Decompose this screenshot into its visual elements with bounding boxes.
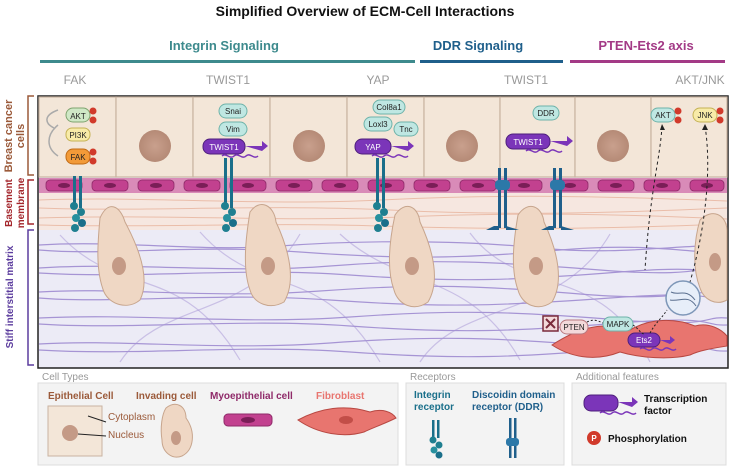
side-label-basement-1: Basement	[4, 178, 15, 226]
section-pten-title: PTEN-Ets2 axis	[598, 38, 693, 53]
side-label-stiff: Stiff interstitial matrix	[5, 245, 16, 348]
column-label-yap: YAP	[366, 73, 389, 87]
legend-cytoplasm: Cytoplasm	[108, 412, 155, 423]
legend-nucleus: Nucleus	[108, 430, 144, 441]
legend-tf-1: Transcription	[644, 394, 707, 405]
label-vim: Vim	[226, 125, 240, 134]
pten-ets2-pathway	[542, 309, 677, 351]
side-bracket-breast	[27, 95, 34, 176]
label-twist1: TWIST1	[209, 143, 239, 152]
ddr-pathway	[505, 105, 573, 153]
integrin-receptor-fak	[70, 176, 86, 232]
section-integrin-line	[40, 60, 415, 63]
column-label-twist1: TWIST1	[206, 73, 250, 87]
legend-cell-types-header: Cell Types	[42, 372, 89, 383]
label-pten: PTEN	[563, 323, 585, 332]
legend-integrin-1: Integrin	[414, 390, 451, 401]
label-pi3k: PI3K	[69, 131, 87, 140]
integrin-receptor-twist1	[221, 158, 237, 232]
legend-tf-2: factor	[644, 406, 672, 417]
epithelial-nuclei	[139, 130, 629, 162]
label-twist1-ddr: TWIST1	[513, 138, 543, 147]
side-bracket-basement	[27, 179, 34, 225]
legend-myoepithelial: Myoepithelial cell	[210, 391, 293, 402]
main-panel: AKT PI3K FAK Snai Vim TWIST1 Col8a1 Loxl…	[37, 95, 729, 369]
twist1-pathway	[202, 103, 268, 158]
label-loxl3: Loxl3	[368, 120, 388, 129]
section-pten-line	[570, 60, 725, 63]
label-mapk: MAPK	[607, 320, 630, 329]
side-bracket-stiff	[27, 229, 34, 366]
legend-additional	[571, 382, 727, 466]
legend-integrin-2: receptor	[414, 402, 454, 413]
akt-jnk-pathway	[644, 107, 724, 283]
integrin-receptor-yap	[373, 158, 389, 232]
label-ddr: DDR	[537, 109, 555, 118]
legend-p-symbol: P	[591, 434, 597, 443]
column-label-twist1-ddr: TWIST1	[504, 73, 548, 87]
label-akt: AKT	[70, 112, 86, 121]
label-col8a1: Col8a1	[376, 103, 402, 112]
legend-epithelial: Epithelial Cell	[48, 391, 114, 402]
page-title: Simplified Overview of ECM-Cell Interact…	[216, 3, 515, 19]
section-integrin-title: Integrin Signaling	[169, 38, 279, 53]
label-fak: FAK	[70, 153, 86, 162]
yap-pathway	[354, 99, 419, 158]
myoepithelial-nuclei	[58, 183, 713, 188]
invading-cell-nuclei	[112, 253, 721, 275]
legend-cell-types	[37, 382, 399, 466]
secreted-vesicle	[665, 280, 701, 316]
section-ddr-title: DDR Signaling	[433, 38, 523, 53]
legend-receptors-header: Receptors	[410, 372, 456, 383]
label-snai: Snai	[225, 107, 241, 116]
label-tnc: Tnc	[399, 125, 412, 134]
ddr-receptor-right	[541, 168, 574, 230]
legend-receptors	[405, 382, 565, 466]
section-ddr-line	[420, 60, 563, 63]
label-ets2: Ets2	[636, 336, 653, 345]
column-label-fak: FAK	[64, 73, 87, 87]
legend-ddr-2: receptor (DDR)	[472, 402, 543, 413]
legend-invading: Invading cell	[136, 391, 197, 402]
column-label-akt-jnk: AKT/JNK	[675, 73, 724, 87]
label-jnk: JNK	[697, 111, 713, 120]
side-label-breast-2: cells	[15, 124, 27, 148]
legend-ddr-1: Discoidin domain	[472, 390, 555, 401]
side-label-breast-1: Breast cancer	[3, 99, 15, 172]
label-akt-2: AKT	[655, 111, 671, 120]
legend-additional-header: Additional features	[576, 372, 659, 383]
side-label-basement-2: membrane	[16, 177, 27, 228]
legend-phosphorylation: Phosphorylation	[608, 434, 687, 445]
legend-fibroblast: Fibroblast	[316, 391, 365, 402]
label-yap: YAP	[365, 143, 380, 152]
fak-pathway	[46, 107, 97, 165]
ddr-receptor-left	[486, 168, 519, 230]
